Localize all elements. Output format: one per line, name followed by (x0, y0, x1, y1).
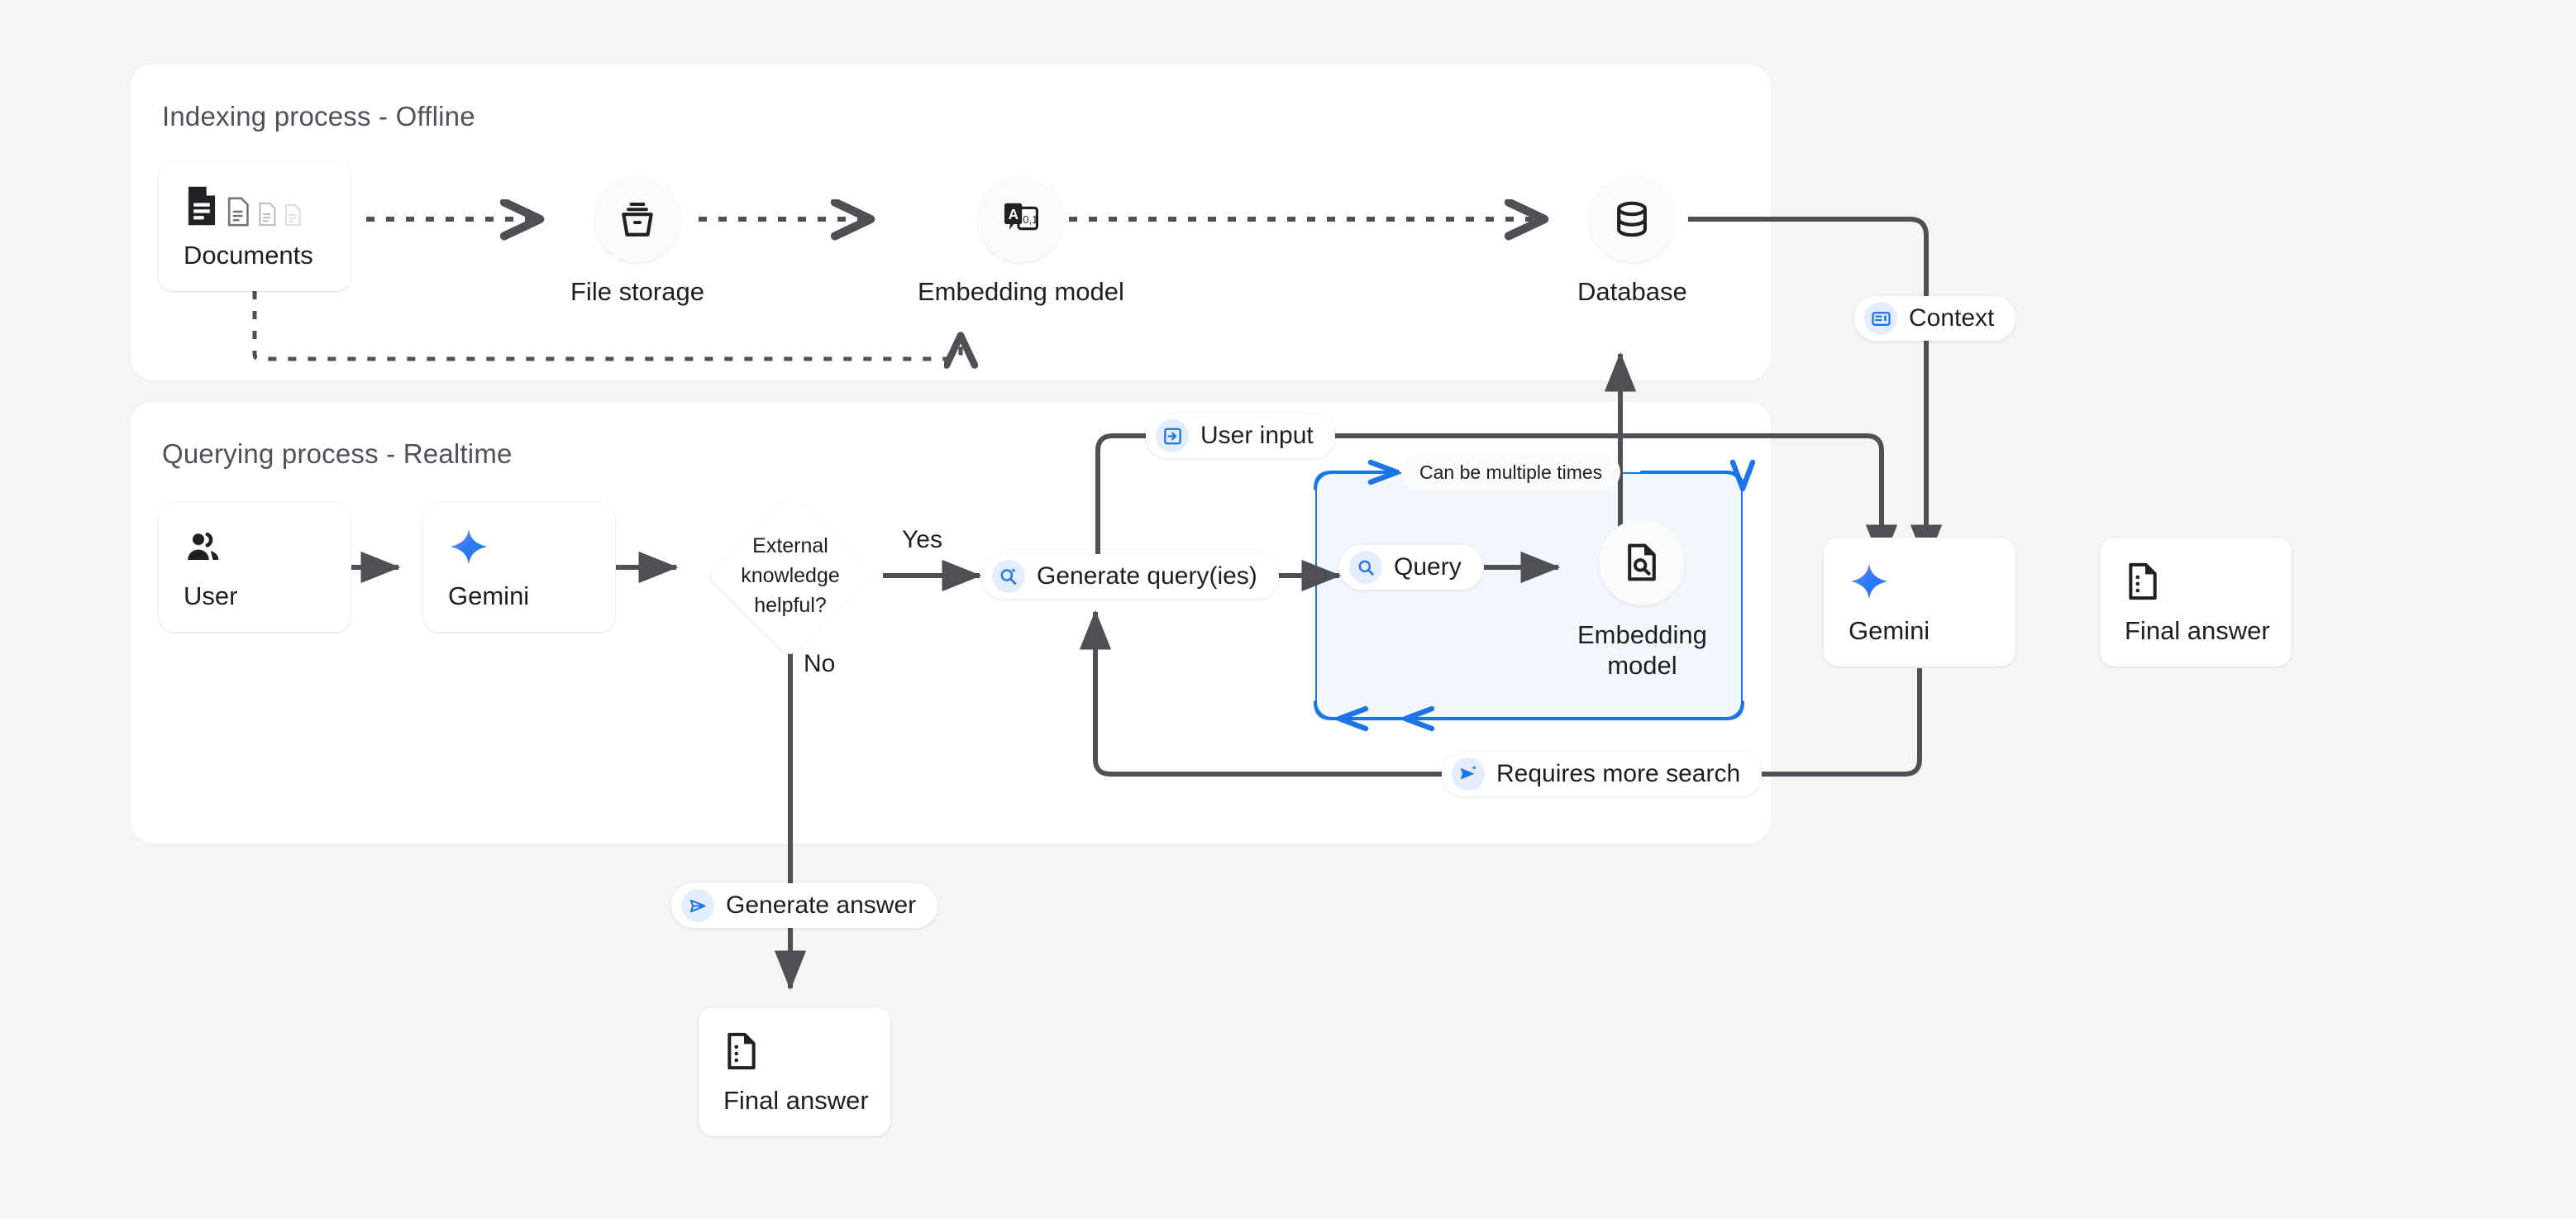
search-sparkle-icon (992, 560, 1025, 593)
node-gemini-left[interactable]: Gemini (423, 503, 615, 632)
people-icon (184, 523, 351, 570)
node-label: Final answer (2125, 616, 2270, 645)
node-label: Final answer (723, 1086, 869, 1115)
badge-query[interactable]: Query (1339, 545, 1483, 590)
badge-context[interactable]: Context (1854, 296, 2016, 341)
node-label: User (184, 581, 238, 610)
node-label-line-1: Embedding (1577, 620, 1707, 649)
file-storage-icon (622, 203, 653, 237)
database-icon (1617, 201, 1648, 237)
edge-label-can-be-multiple-times: Can be multiple times (1401, 454, 1621, 490)
node-label: Embedding model (1577, 620, 1707, 681)
node-label: Gemini (448, 581, 530, 610)
gemini-spark-icon (1849, 558, 2015, 605)
edge-label-yes: Yes (902, 526, 942, 553)
documents-icon (184, 183, 351, 229)
edge-label-no: No (804, 650, 836, 677)
send-icon (681, 889, 714, 922)
document-search-icon-wrap (1599, 519, 1686, 605)
document-search-icon (1628, 543, 1657, 581)
database-icon-wrap (1589, 176, 1676, 262)
svg-text:0,1: 0,1 (1023, 213, 1038, 226)
translate-embedding-icon: 0,1 A (1004, 203, 1038, 231)
badge-label: Query (1394, 553, 1462, 581)
translate-embedding-icon-wrap: 0,1 A (977, 176, 1064, 262)
diamond-line-1: External (752, 533, 828, 557)
badge-user-input[interactable]: User input (1146, 414, 1335, 458)
node-user[interactable]: User (159, 503, 351, 632)
badge-label: User input (1200, 422, 1314, 449)
gemini-spark-icon (448, 523, 615, 570)
node-decision-external-knowledge[interactable]: External knowledge helpful? (699, 494, 882, 657)
search-icon (1349, 551, 1382, 584)
badge-label: Generate answer (726, 892, 917, 919)
node-documents[interactable]: Documents (159, 162, 351, 291)
file-storage-icon-wrap (594, 176, 680, 262)
node-label: File storage (570, 277, 704, 306)
final-answer-icon (723, 1028, 890, 1074)
node-file-storage[interactable]: File storage (570, 176, 704, 308)
node-embedding-model[interactable]: 0,1 A Embedding model (918, 176, 1124, 308)
node-label-line-2: model (1607, 650, 1677, 680)
login-arrow-icon (1156, 419, 1189, 452)
node-final-answer-right[interactable]: Final answer (2100, 538, 2292, 667)
node-label: Database (1577, 277, 1687, 306)
badge-generate-queries[interactable]: Generate query(ies) (982, 554, 1279, 599)
diamond-text: External knowledge helpful? (699, 495, 882, 657)
badge-label: Requires more search (1496, 760, 1741, 787)
badge-label: Generate query(ies) (1037, 562, 1257, 590)
context-panel-icon (1864, 302, 1897, 335)
final-answer-icon (2125, 558, 2292, 605)
diamond-line-3: helpful? (754, 594, 827, 618)
svg-text:A: A (1009, 206, 1018, 222)
node-embedding-model-query[interactable]: Embedding model (1577, 519, 1707, 681)
diamond-line-2: knowledge (741, 563, 840, 587)
badge-label: Context (1909, 304, 1995, 332)
node-final-answer-bottom[interactable]: Final answer (699, 1007, 890, 1136)
indexing-panel-title: Indexing process - Offline (162, 101, 475, 131)
node-label: Documents (184, 241, 313, 270)
node-gemini-right[interactable]: Gemini (1824, 538, 2015, 667)
node-database[interactable]: Database (1577, 176, 1687, 308)
badge-generate-answer[interactable]: Generate answer (671, 883, 938, 928)
badge-requires-more-search[interactable]: Requires more search (1442, 752, 1763, 796)
send-sparkle-icon (1452, 758, 1485, 791)
node-label: Gemini (1849, 616, 1930, 645)
querying-panel-title: Querying process - Realtime (162, 438, 513, 469)
node-label: Embedding model (918, 277, 1124, 306)
